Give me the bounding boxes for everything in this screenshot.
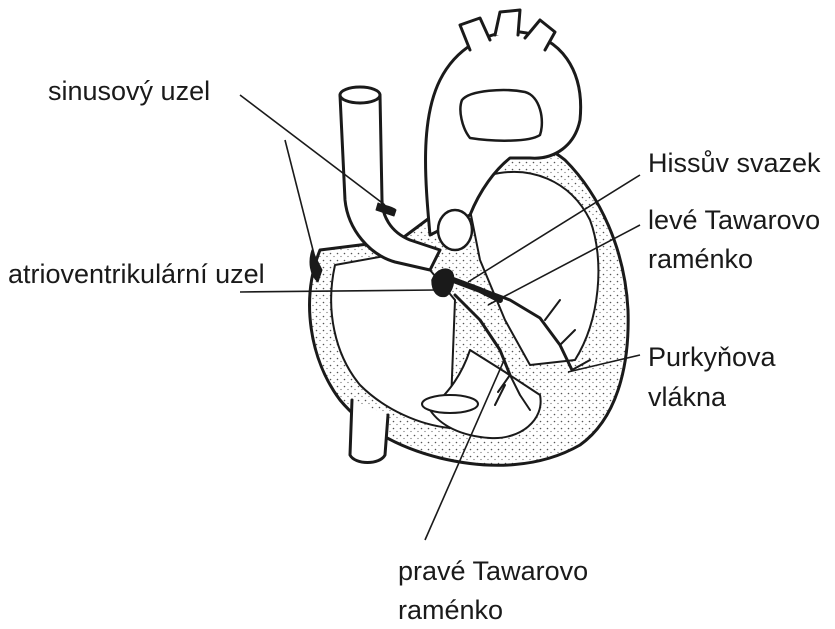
label-sinus-node: sinusový uzel: [48, 74, 210, 108]
aortic-valve: [438, 210, 472, 250]
av-node: [432, 269, 454, 296]
heart-illustration: [310, 10, 629, 465]
label-purkinje-line2: vlákna: [648, 380, 726, 414]
papillary-muscle: [422, 395, 478, 413]
aorta-inner: [460, 90, 541, 141]
leader-sinus-2: [285, 140, 315, 258]
label-purkinje-line1: Purkyňova: [648, 340, 776, 374]
label-left-bundle-line1: levé Tawarovo: [648, 203, 820, 237]
label-his-bundle: Hissův svazek: [648, 146, 821, 180]
label-left-bundle-line2: raménko: [648, 242, 753, 276]
label-av-node: atrioventrikulární uzel: [8, 257, 265, 291]
vena-cava-opening: [340, 87, 380, 103]
label-right-bundle-line1: pravé Tawarovo: [398, 554, 588, 588]
label-right-bundle-line2: raménko: [398, 593, 503, 627]
